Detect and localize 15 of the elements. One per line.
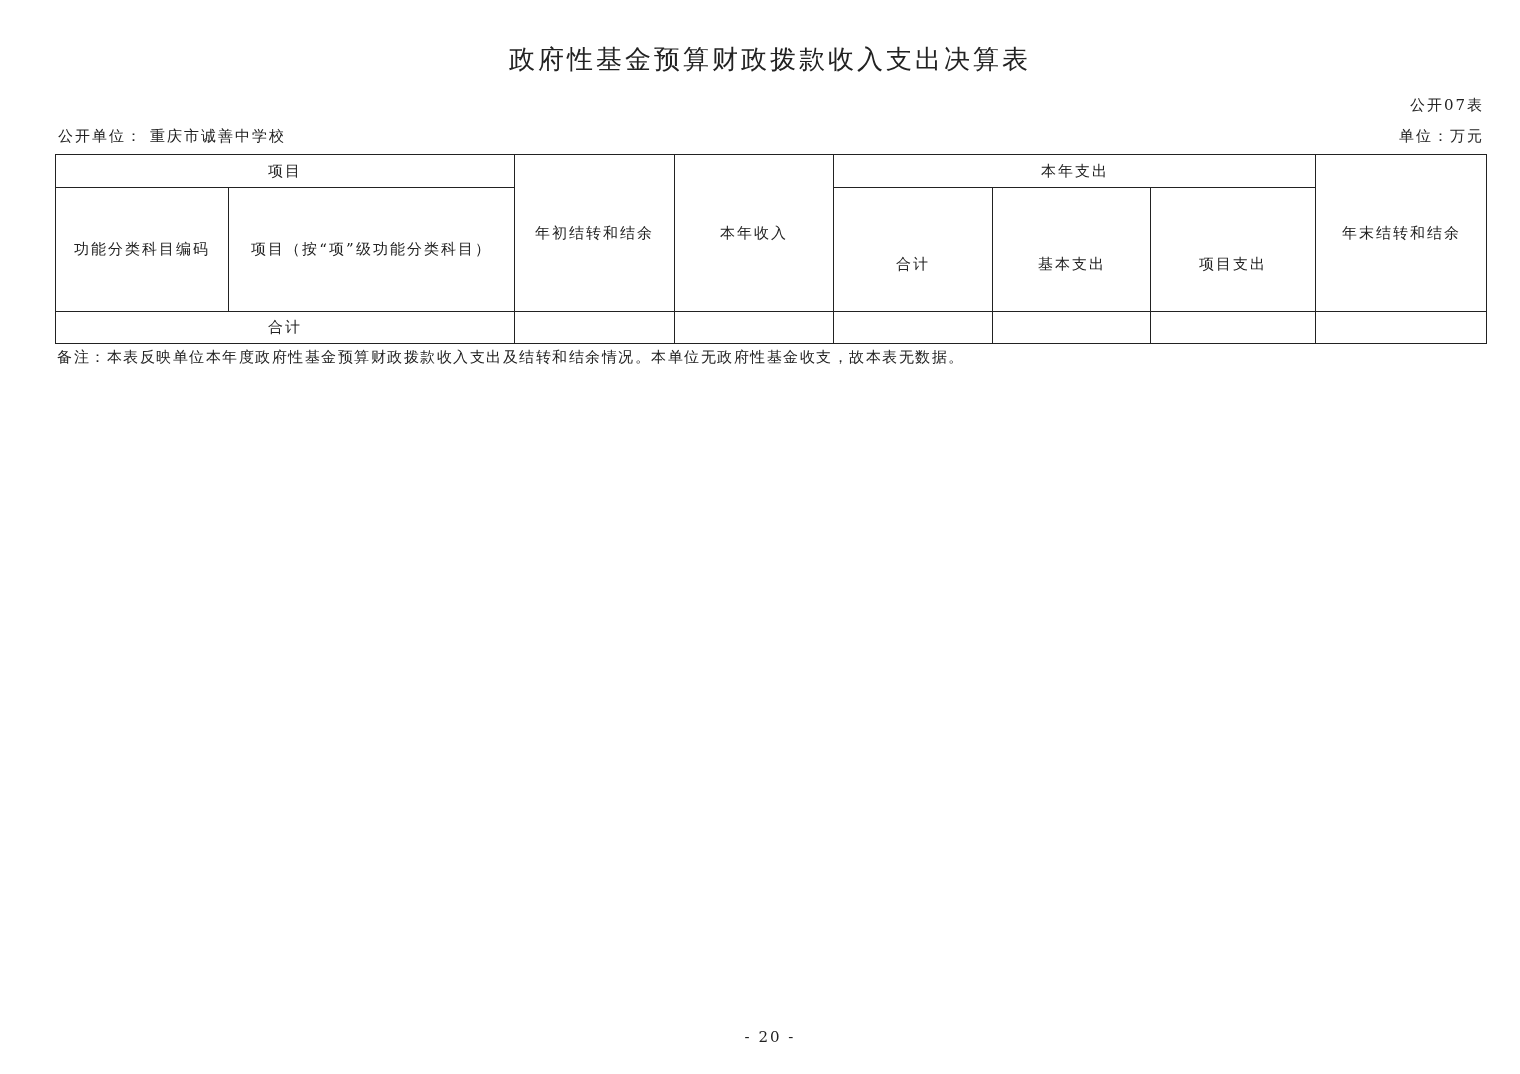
table-cell: 项目	[55, 154, 515, 188]
note: 备注：本表反映单位本年度政府性基金预算财政拨款收入支出及结转和结余情况。本单位无政府性基金收支，故本表无数据。	[57, 348, 965, 367]
unit-note: 单位：万元	[1399, 127, 1484, 146]
table-cell: 合计	[55, 311, 515, 344]
table-number: 公开07表	[1409, 96, 1484, 115]
title: 政府性基金预算财政拨款收入支出决算表	[508, 43, 1032, 76]
table-cell: 年末结转和结余	[1315, 154, 1487, 312]
page-number: - 20 -	[743, 1028, 797, 1046]
table-cell: 功能分类科目编码	[55, 187, 229, 312]
unit-name: 公开单位： 重庆市诚善中学校	[58, 127, 286, 146]
table-cell: 本年支出	[833, 154, 1316, 188]
table-cell: 本年收入	[674, 154, 834, 312]
table-cell: 合计	[833, 187, 993, 312]
table-cell: 基本支出	[992, 187, 1151, 312]
table-cell: 年初结转和结余	[514, 154, 675, 312]
